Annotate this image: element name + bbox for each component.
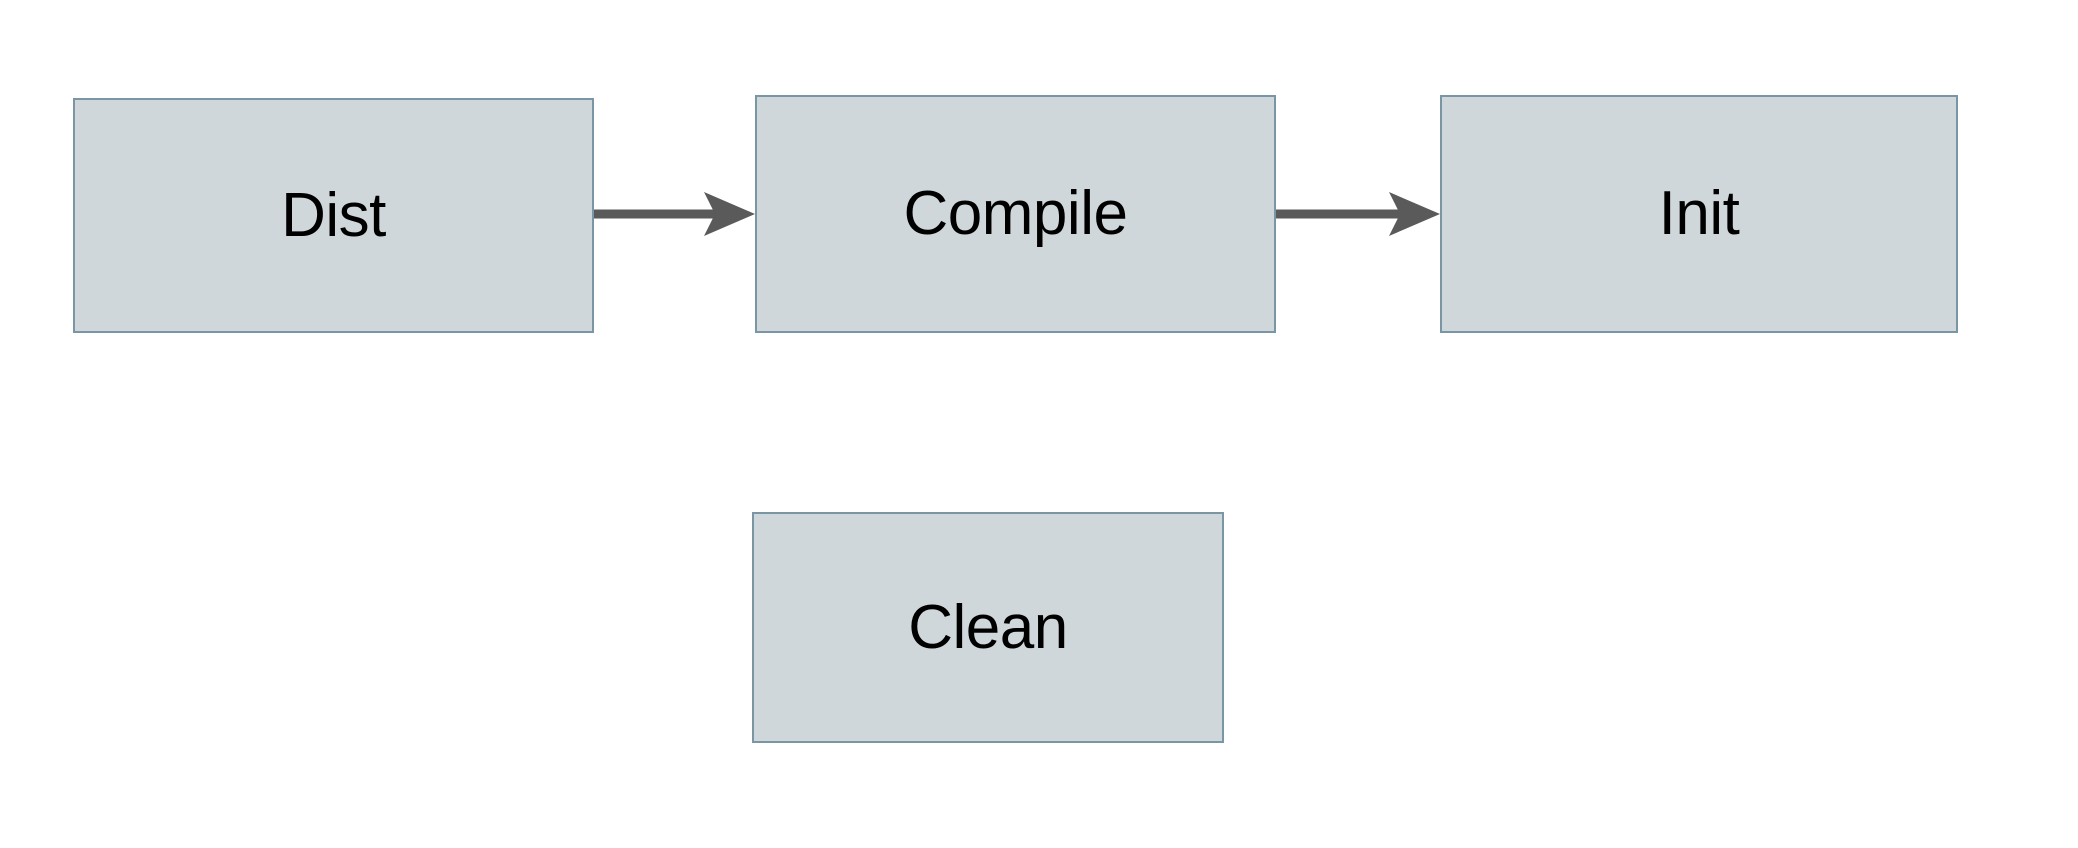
arrowhead-icon [1389, 192, 1440, 236]
node-init-label: Init [1658, 179, 1740, 248]
node-clean-label: Clean [908, 592, 1068, 662]
node-compile-label: Compile [903, 179, 1128, 248]
edge-dist-to-compile [594, 192, 755, 236]
node-dist[interactable]: Dist [73, 98, 594, 333]
node-compile[interactable]: Compile [755, 95, 1276, 333]
arrowhead-icon [704, 192, 755, 236]
node-dist-label: Dist [281, 180, 386, 250]
node-init[interactable]: Init [1440, 95, 1958, 333]
edge-compile-to-init [1276, 192, 1440, 236]
node-clean[interactable]: Clean [752, 512, 1224, 743]
